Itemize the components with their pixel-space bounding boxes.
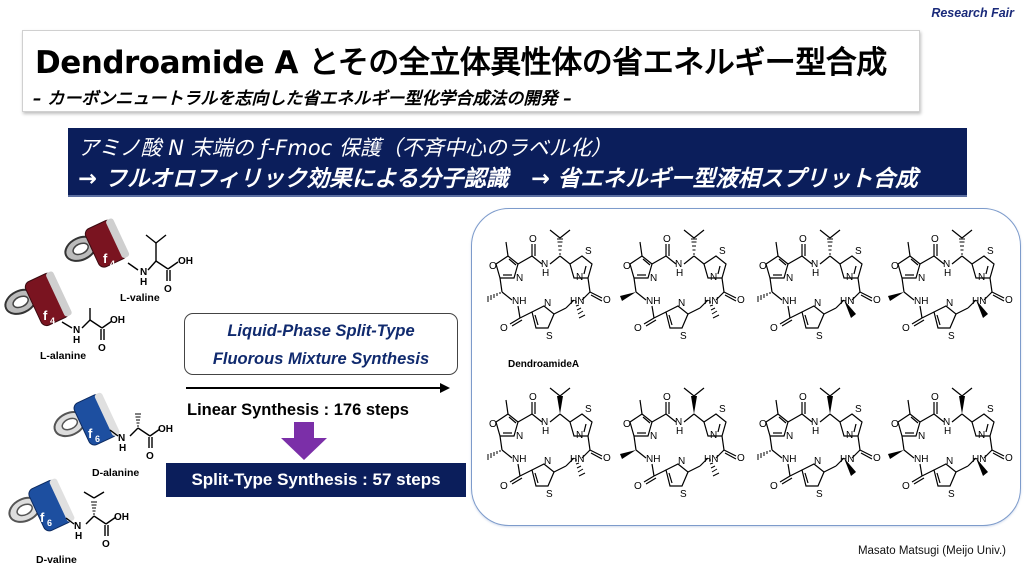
arrow-down-icon	[281, 422, 327, 460]
amino-acid-d-alanine: f 6 N H OH O	[50, 392, 190, 476]
svg-text:4: 4	[110, 259, 115, 269]
svg-text:H: H	[75, 531, 82, 542]
amino-acid-label: L-valine	[120, 292, 160, 304]
amino-acid-label: L-alanine	[40, 350, 87, 362]
amino-acid-l-alanine: f 4 N H OH O	[0, 268, 140, 357]
concept-banner: アミノ酸 N 末端の ƒ-Fmoc 保護（不斉中心のラベル化） → フルオロフィ…	[68, 128, 967, 197]
title-box: Dendroamide A とその全立体異性体の省エネルギー型合成 – カーボン…	[22, 30, 920, 112]
dendroamide-a-label: DendroamideA	[508, 359, 580, 370]
stereoisomer-structure	[620, 387, 746, 501]
svg-text:OH: OH	[178, 256, 193, 267]
svg-text:H: H	[140, 277, 147, 288]
svg-text:H: H	[119, 443, 126, 454]
svg-text:OH: OH	[110, 315, 125, 326]
stereoisomer-structure	[620, 229, 746, 343]
fluorous-tag-clip-icon: f 4 N H OH O	[4, 271, 125, 354]
split-synthesis-steps: Split-Type Synthesis : 57 steps	[166, 463, 466, 497]
stereoisomer-structure	[888, 387, 1014, 501]
svg-text:f: f	[88, 426, 93, 441]
svg-text:OH: OH	[158, 424, 173, 435]
svg-text:OH: OH	[114, 512, 129, 523]
svg-text:f: f	[103, 251, 108, 266]
svg-text:O: O	[98, 343, 106, 353]
author-credit: Masato Matsugi (Meijo Univ.)	[857, 545, 1006, 557]
banner-line-2: → フルオロフィリック効果による分子認識 → 省エネルギー型液相スプリット合成	[78, 166, 918, 192]
svg-text:O: O	[164, 284, 172, 295]
amino-acid-label: D-alanine	[92, 467, 140, 479]
process-arrow-line	[186, 387, 448, 389]
stereoisomer-structure	[888, 229, 1014, 343]
method-line-1: Liquid-Phase Split-Type	[227, 322, 415, 340]
amino-acid-label: D-valine	[36, 554, 77, 566]
svg-text:N: N	[74, 521, 81, 532]
svg-text:N: N	[140, 267, 147, 278]
amino-acid-d-valine: f 6 N H OH O	[4, 476, 144, 560]
fluorous-tag-clip-icon: f 4 N H OH O	[64, 218, 193, 295]
event-label: Research Fair	[931, 6, 1014, 20]
svg-text:4: 4	[50, 316, 55, 326]
svg-text:f: f	[43, 308, 48, 323]
svg-text:O: O	[102, 539, 110, 550]
stereoisomer-structure	[757, 229, 882, 343]
fluorous-tag-clip-icon: f 6 N H OH O	[53, 392, 173, 462]
svg-text:H: H	[73, 335, 80, 346]
stereoisomer-structure	[487, 229, 612, 343]
fluorous-tag-clip-icon: f 6 N H OH O	[8, 478, 129, 550]
banner-line-1: アミノ酸 N 末端の ƒ-Fmoc 保護（不斉中心のラベル化）	[78, 136, 612, 160]
svg-text:N: N	[73, 325, 80, 336]
arrow-right-icon	[440, 383, 450, 393]
page-title: Dendroamide A とその全立体異性体の省エネルギー型合成	[35, 45, 887, 81]
svg-text:O: O	[146, 451, 154, 462]
method-box: Liquid-Phase Split-Type Fluorous Mixture…	[184, 313, 458, 375]
svg-text:6: 6	[95, 434, 100, 444]
linear-synthesis-steps: Linear Synthesis : 176 steps	[187, 401, 409, 419]
stereoisomer-structure	[757, 387, 882, 501]
svg-text:f: f	[40, 510, 45, 525]
svg-text:6: 6	[47, 518, 52, 528]
svg-text:N: N	[118, 433, 125, 444]
amino-acid-l-valine: f 4 N H OH O	[60, 215, 200, 299]
stereoisomer-structure	[487, 387, 612, 501]
page-subtitle: – カーボンニュートラルを志向した省エネルギー型化学合成法の開発 –	[33, 89, 572, 109]
method-line-2: Fluorous Mixture Synthesis	[212, 350, 430, 368]
